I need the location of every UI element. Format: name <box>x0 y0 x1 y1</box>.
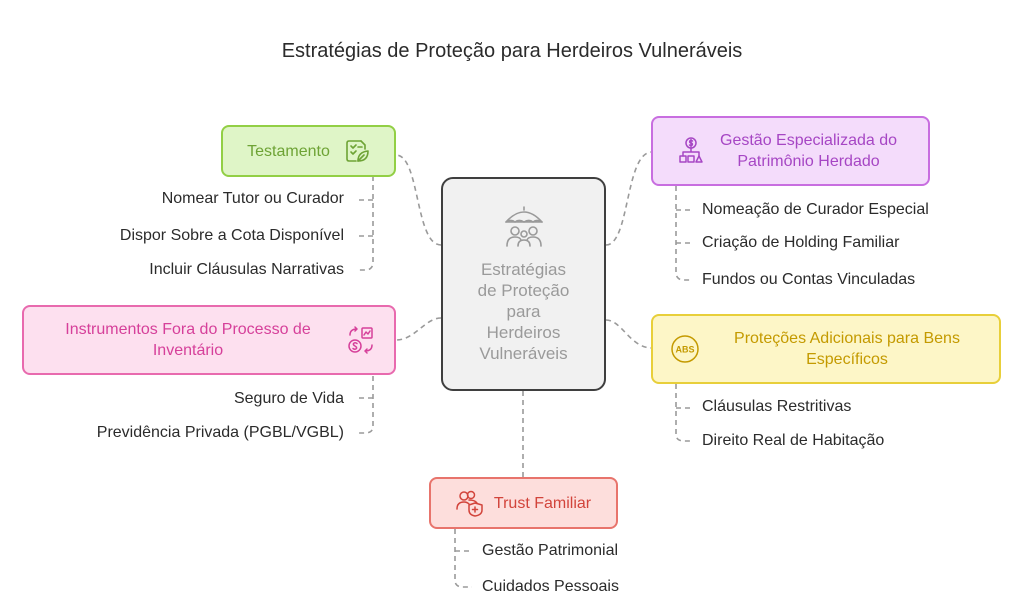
hierarchy-money-icon <box>678 136 704 166</box>
protecoes-item: Direito Real de Habitação <box>702 432 885 449</box>
center-label-line: Vulneráveis <box>479 344 568 363</box>
connector-protecoes-items <box>675 384 694 442</box>
testamento-item: Nomear Tutor ou Curador <box>161 190 344 207</box>
connector-center-testamento <box>395 154 442 246</box>
connector-center-instrumentos <box>395 317 442 341</box>
testamento-item: Dispor Sobre a Cota Disponível <box>119 227 344 244</box>
gestao-item: Fundos ou Contas Vinculadas <box>702 271 916 288</box>
trust-item: Gestão Patrimonial <box>482 542 619 559</box>
trust-item: Cuidados Pessoais <box>482 578 619 595</box>
money-exchange-icon <box>347 326 375 354</box>
connector-gestao-items <box>675 186 694 281</box>
testamento-item: Incluir Cláusulas Narrativas <box>149 261 344 278</box>
people-shield-icon <box>456 489 484 517</box>
node-trust-label: Trust Familiar <box>493 494 592 512</box>
umbrella-family-icon <box>500 204 548 253</box>
node-testamento-label: Testamento <box>247 142 330 160</box>
center-label-line: Herdeiros <box>486 323 561 342</box>
diagram-title: Estratégias de Proteção para Herdeiros V… <box>281 40 743 62</box>
abs-badge-icon: ABS <box>670 334 700 364</box>
node-trust: Trust Familiar <box>429 477 618 529</box>
svg-text:ABS: ABS <box>675 345 694 355</box>
connector-trust-items <box>454 529 472 588</box>
node-gestao-label: Gestão Especializada do Patrimônio Herda… <box>720 132 897 170</box>
node-protecoes: ABS Proteções Adicionais para Bens Espec… <box>651 314 1001 384</box>
center-label-line: Estratégias <box>480 260 567 279</box>
instrumentos-item: Seguro de Vida <box>233 390 344 407</box>
center-label-line: de Proteção <box>477 281 570 300</box>
connector-instrumentos-items <box>355 376 374 434</box>
gestao-item: Nomeação de Curador Especial <box>702 201 929 218</box>
node-instrumentos-label: Instrumentos Fora do Processo de Inventá… <box>65 321 311 359</box>
node-testamento: Testamento <box>221 125 396 177</box>
connector-testamento-items <box>355 176 374 271</box>
node-instrumentos: Instrumentos Fora do Processo de Inventá… <box>22 305 396 375</box>
protecoes-item: Cláusulas Restritivas <box>702 398 852 415</box>
node-gestao: Gestão Especializada do Patrimônio Herda… <box>651 116 930 186</box>
connector-center-gestao <box>605 151 653 246</box>
connector-center-protecoes <box>605 319 653 349</box>
gestao-item: Criação de Holding Familiar <box>702 234 900 251</box>
node-protecoes-label: Proteções Adicionais para Bens Específic… <box>734 330 960 368</box>
center-label-line: para <box>506 302 541 321</box>
center-node: Estratégias de Proteção para Herdeiros V… <box>441 177 606 391</box>
instrumentos-item: Previdência Privada (PGBL/VGBL) <box>96 424 344 441</box>
document-leaf-icon <box>344 138 370 164</box>
